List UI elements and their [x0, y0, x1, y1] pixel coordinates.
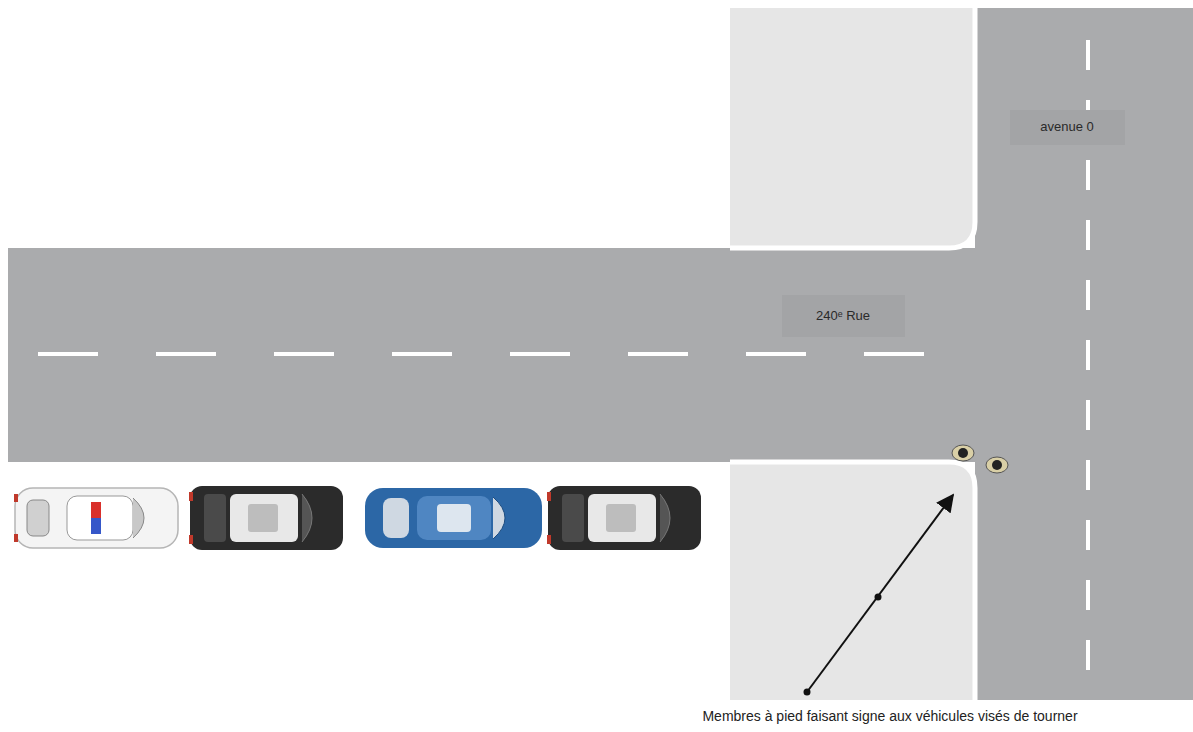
lane-marking — [38, 40, 1088, 700]
pedestrian — [952, 445, 1008, 473]
road — [8, 8, 1193, 700]
callout-note: Membres à pied faisant signe aux véhicul… — [702, 708, 1077, 725]
black-suv — [189, 486, 343, 550]
street-name: avenue 0 — [1040, 119, 1094, 135]
blue-car — [365, 488, 542, 548]
black-suv — [547, 486, 701, 550]
street-name-box: 240ᵉ Rue — [782, 295, 905, 337]
street-name: 240ᵉ Rue — [816, 308, 870, 324]
police-car — [14, 488, 178, 548]
callout-arrow — [804, 495, 954, 696]
street-name-box: avenue 0 — [1010, 110, 1125, 145]
